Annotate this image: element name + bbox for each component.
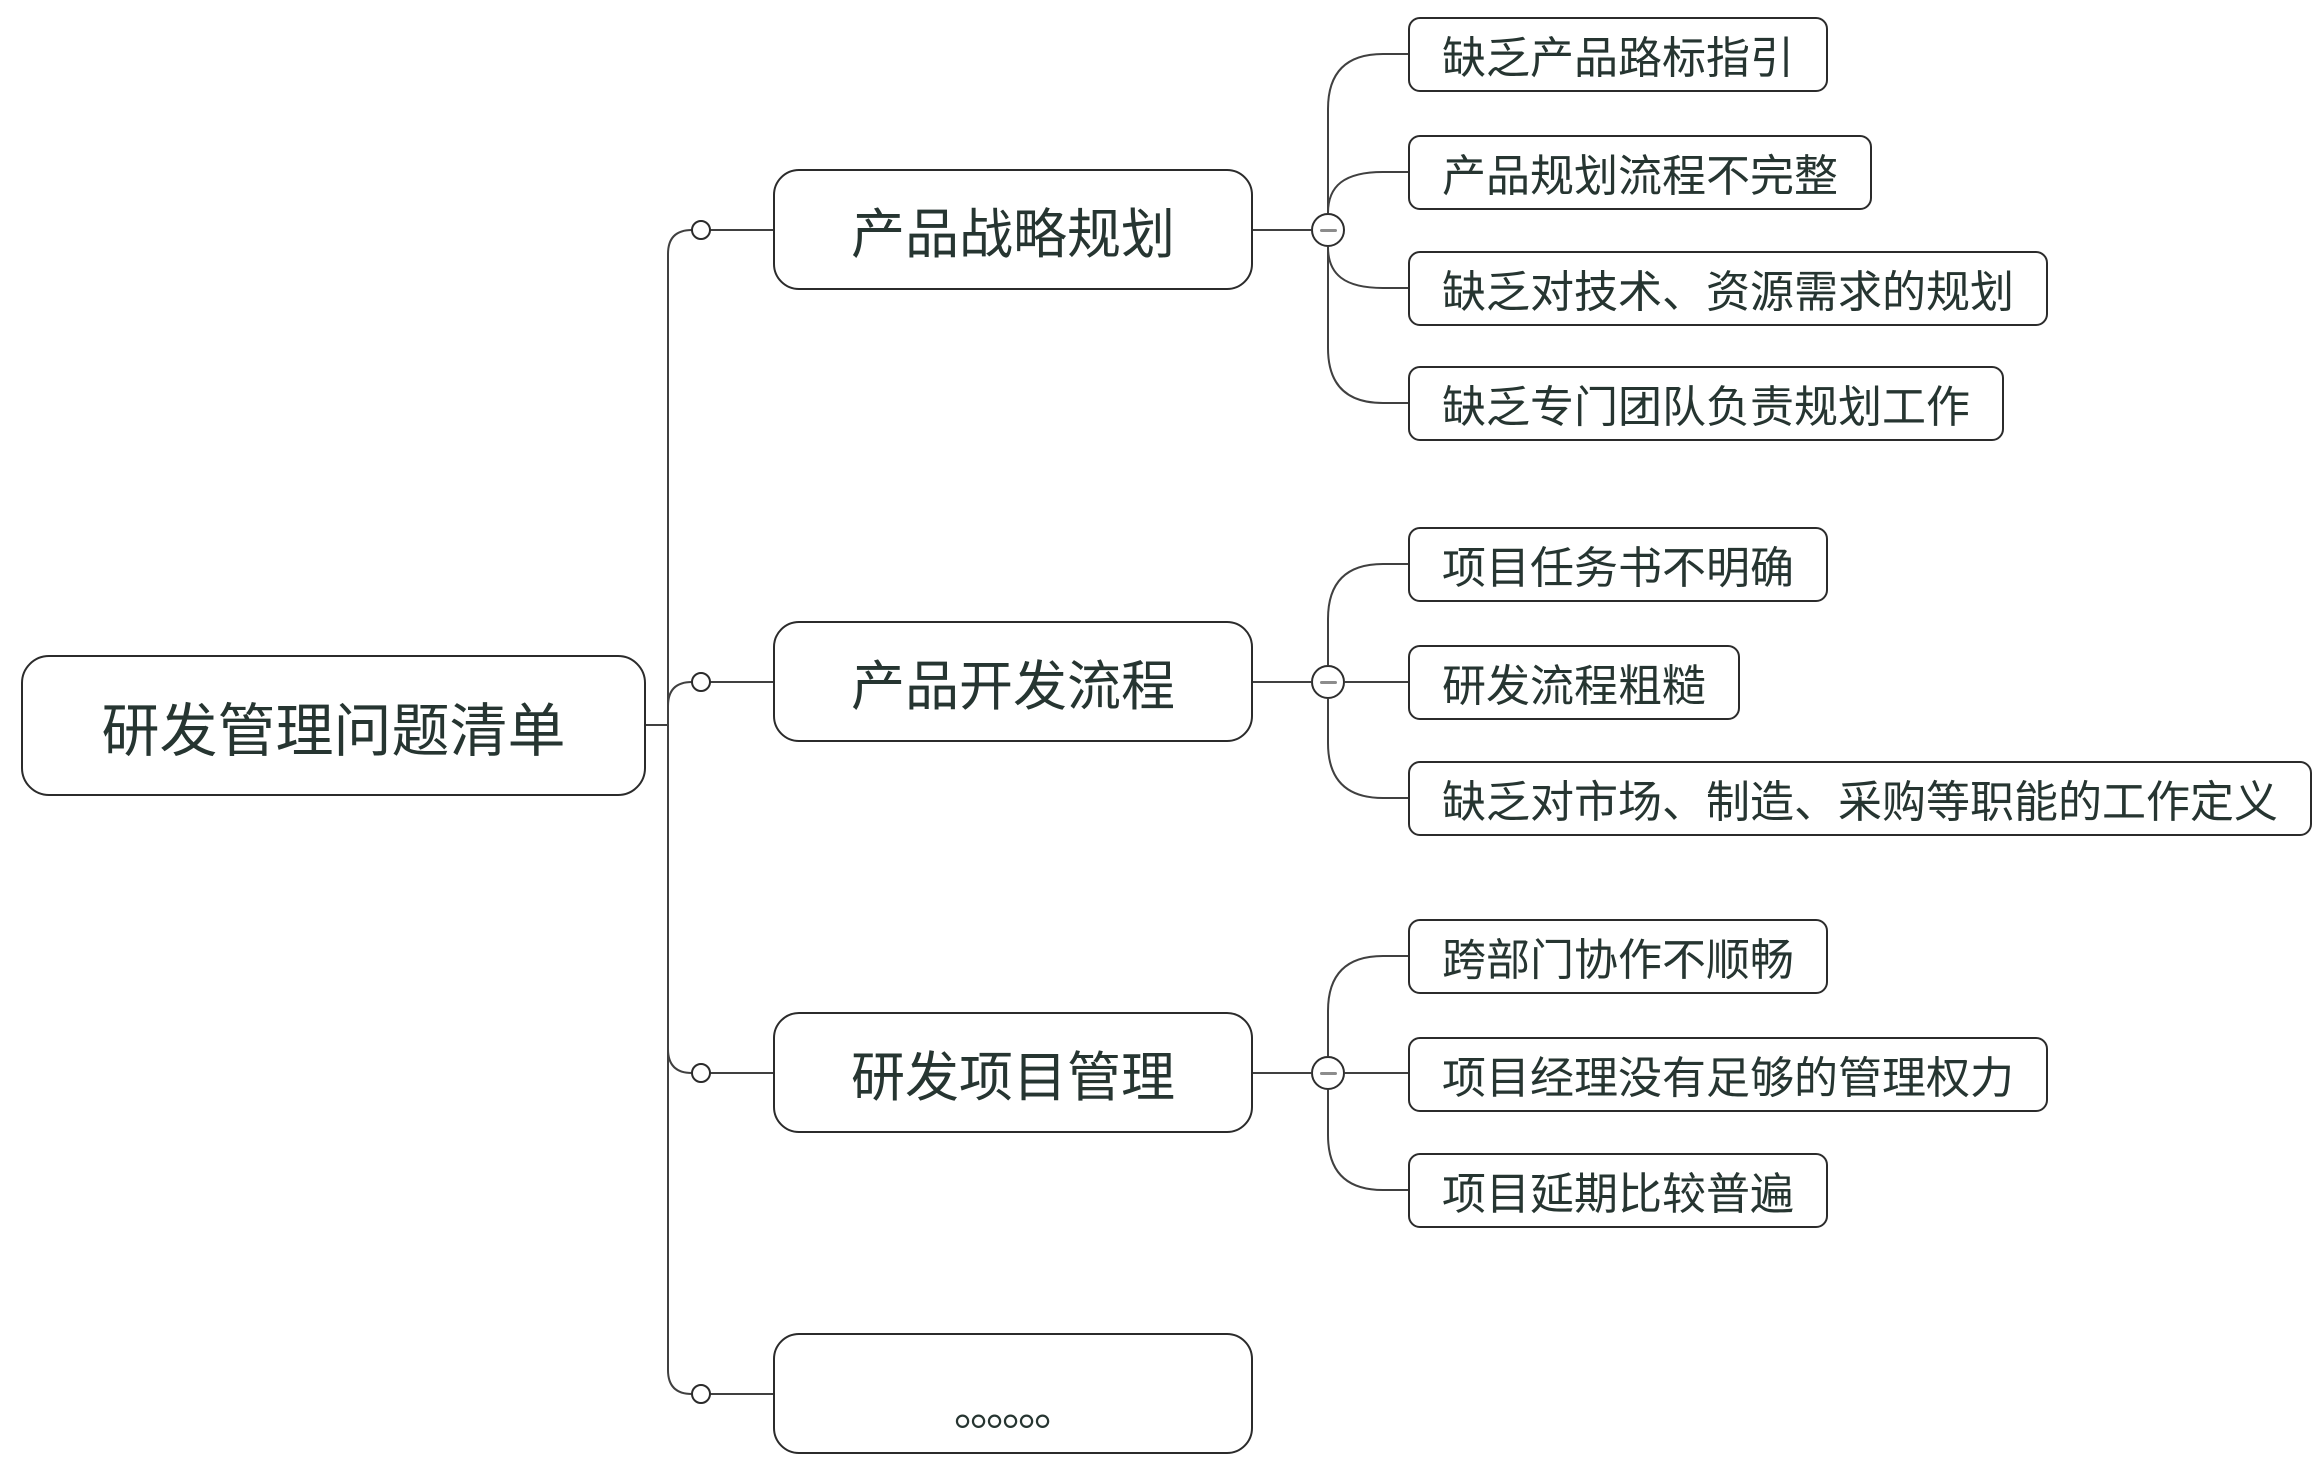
child-connector [1327,563,1408,665]
collapse-toggle[interactable] [1311,665,1345,699]
child-node[interactable]: 研发流程粗糙 [1408,644,1740,720]
collapse-toggle[interactable] [1311,1056,1345,1090]
child-connector [1327,246,1408,289]
minus-icon [1319,680,1337,684]
branch-node-product-strategy-planning[interactable]: 产品战略规划 [773,169,1253,290]
collapse-toggle[interactable] [1311,213,1345,247]
trunk-line [667,229,693,1395]
root-node[interactable]: 研发管理问题清单 [21,655,646,796]
junction-dot [691,672,711,692]
ellipsis-dots-label: 。。。。。。 [954,1385,1078,1435]
branch-node-rd-project-management[interactable]: 研发项目管理 [773,1012,1253,1133]
junction-dot [691,220,711,240]
branch-offshoot-3 [667,1048,693,1074]
minus-icon [1319,1071,1337,1075]
junction-dot [691,1384,711,1404]
child-node[interactable]: 产品规划流程不完整 [1408,134,1872,210]
child-node[interactable]: 项目任务书不明确 [1408,526,1828,602]
child-node[interactable]: 跨部门协作不顺畅 [1408,918,1828,994]
child-connector [1327,247,1408,404]
child-connector [1327,955,1408,1056]
junction-dot [691,1063,711,1083]
minus-icon [1319,228,1337,232]
branch-node-ellipsis[interactable]: 。。。。。。 [773,1333,1253,1454]
child-node[interactable]: 缺乏专门团队负责规划工作 [1408,365,2004,441]
child-node[interactable]: 缺乏产品路标指引 [1408,16,1828,92]
child-node[interactable]: 项目延期比较普遍 [1408,1152,1828,1228]
branch-offshoot-2 [667,681,693,707]
child-connector [1327,171,1408,214]
child-connector [1327,1090,1408,1191]
child-node[interactable]: 项目经理没有足够的管理权力 [1408,1036,2048,1112]
child-connector [1327,699,1408,799]
child-node[interactable]: 缺乏对市场、制造、采购等职能的工作定义 [1408,760,2312,836]
child-connector [1327,53,1408,213]
child-node[interactable]: 缺乏对技术、资源需求的规划 [1408,250,2048,326]
branch-node-product-development-process[interactable]: 产品开发流程 [773,621,1253,742]
